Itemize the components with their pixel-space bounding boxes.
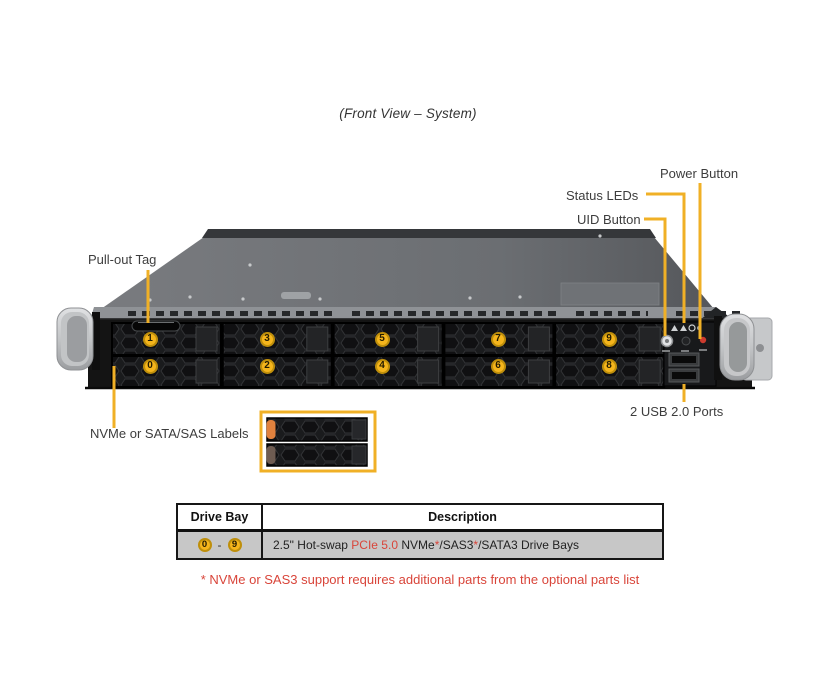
desc-part-asterisk: * — [434, 538, 440, 552]
table-row: 0 - 9 2.5" Hot-swap PCIe 5.0 NVMe*/SAS3*… — [178, 532, 662, 558]
bay-number-badge: 5 — [374, 331, 390, 347]
figure-title: (Front View – System) — [339, 106, 477, 121]
control-panel — [660, 321, 717, 387]
drive-label-inset — [259, 410, 377, 473]
bay-number-badge: 9 — [601, 331, 617, 347]
usb-ports-label: 2 USB 2.0 Ports — [630, 404, 724, 419]
bay-number-badge: 6 — [490, 358, 506, 374]
bay-number-badge: 7 — [490, 331, 506, 347]
callout-lines — [112, 183, 702, 428]
panel-markings — [662, 349, 707, 352]
desc-part: /SATA3 Drive Bays — [478, 538, 579, 552]
table-header-drive-bay: Drive Bay — [178, 505, 263, 529]
uid-button-illustration — [660, 334, 674, 348]
desc-part: 2.5" Hot-swap — [273, 538, 352, 552]
pull-out-tag-illustration — [131, 320, 181, 332]
table-cell-bay-range: 0 - 9 — [178, 532, 263, 558]
drive-labels-label: NVMe or SATA/SAS Labels — [90, 426, 249, 441]
bay-number-badge: 3 — [259, 331, 275, 347]
chassis-lid — [101, 229, 714, 309]
table-header-description: Description — [428, 510, 497, 524]
desc-part: /SAS3 — [439, 538, 474, 552]
lid-rivets — [148, 234, 602, 302]
status-leds-callout-line — [646, 192, 686, 323]
drive-bay-spec-table: Drive Bay Description 0 - 9 2.5" Hot-swa… — [176, 503, 664, 560]
bay-number-badge: 0 — [142, 358, 158, 374]
bay-number-badge: 1 — [142, 331, 158, 347]
bay-number-badge: 8 — [601, 358, 617, 374]
bay-range-end-badge: 9 — [227, 538, 242, 552]
table-cell-description: 2.5" Hot-swap PCIe 5.0 NVMe*/SAS3*/SATA3… — [263, 532, 662, 558]
bay-range-separator: - — [217, 538, 222, 552]
inset-tray-sata — [266, 443, 368, 467]
power-button-label: Power Button — [660, 166, 739, 181]
table-header-row: Drive Bay Description — [178, 505, 662, 532]
desc-part-pcie: PCIe 5.0 — [351, 538, 398, 552]
status-leds-label: Status LEDs — [566, 188, 639, 203]
bay-number-badge: 4 — [374, 358, 390, 374]
footnote: * NVMe or SAS3 support requires addition… — [200, 572, 640, 587]
drive-bay-grid — [111, 322, 666, 388]
description-text: 2.5" Hot-swap PCIe 5.0 NVMe*/SAS3*/SATA3… — [273, 538, 579, 552]
uid-button-label: UID Button — [577, 212, 641, 227]
bay-range-start-badge: 0 — [197, 538, 212, 552]
tray-latches — [195, 326, 661, 384]
bay-number-badge: 2 — [259, 358, 275, 374]
desc-part-asterisk: * — [473, 538, 479, 552]
right-rack-ear — [714, 313, 773, 381]
inset-tray-nvme — [266, 417, 368, 442]
desc-part: NVMe — [398, 538, 435, 552]
usb-ports-illustration — [668, 352, 700, 383]
uid-button-callout-line — [644, 217, 667, 336]
left-rack-ear — [56, 307, 100, 371]
reset-button-illustration — [681, 336, 691, 346]
pull-out-tag-label: Pull-out Tag — [88, 252, 157, 267]
